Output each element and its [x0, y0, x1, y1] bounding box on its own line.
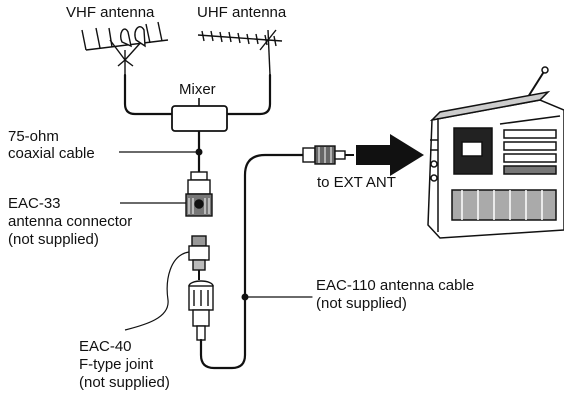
mixer-box — [171, 98, 228, 132]
eac110-label-line2: (not supplied) — [316, 295, 407, 312]
vhf-antenna-label: VHF antenna — [66, 4, 155, 21]
eac40-label-line3: (not supplied) — [79, 374, 170, 391]
ext-ant-plug-icon — [302, 145, 354, 165]
to-ext-ant-arrow — [356, 134, 424, 176]
eac110-connector-icon — [188, 280, 214, 341]
eac40-label-line1: EAC-40 — [79, 338, 132, 355]
eac33-label-line1: EAC-33 — [8, 195, 61, 212]
eac110-junction — [241, 293, 249, 301]
uhf-antenna-icon — [197, 29, 283, 76]
eac40-label-line2: F-type joint — [79, 356, 154, 373]
eac33-label-line3: (not supplied) — [8, 231, 99, 248]
eac33-label-line2: antenna connector — [8, 213, 133, 230]
vhf-antenna-icon — [81, 21, 169, 75]
eac110-label-line1: EAC-110 antenna cable — [316, 277, 475, 294]
coax-cable-leader — [119, 148, 203, 172]
to-ext-ant-label: to EXT ANT — [317, 174, 396, 191]
eac40-joint-icon — [124, 235, 210, 331]
coax-label-line2: coaxial cable — [8, 145, 95, 162]
uhf-antenna-label: UHF antenna — [197, 4, 287, 21]
mixer-label: Mixer — [179, 81, 216, 98]
eac110-cable — [199, 153, 313, 370]
radio-receiver-icon — [427, 66, 564, 239]
eac33-connector-icon — [120, 171, 213, 217]
coax-label-line1: 75-ohm — [8, 128, 59, 145]
